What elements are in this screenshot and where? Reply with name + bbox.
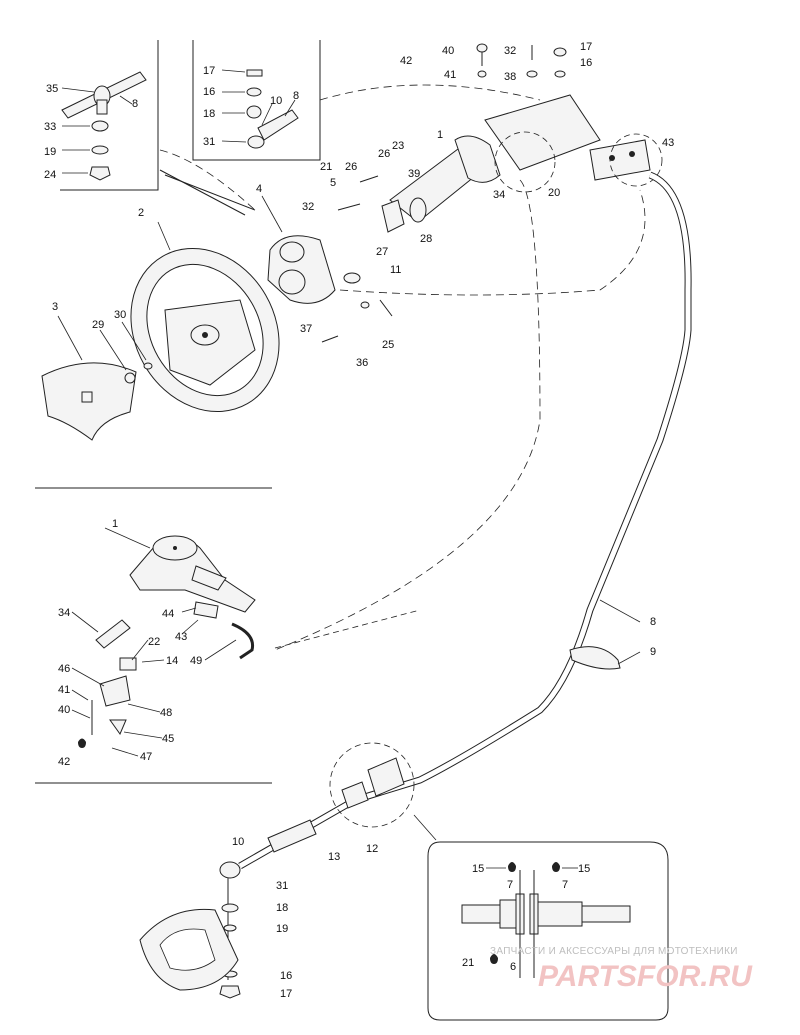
callout-label: 8 xyxy=(293,90,299,102)
callout-label: 20 xyxy=(548,187,560,199)
callout-label: 42 xyxy=(58,756,70,768)
callout-label: 25 xyxy=(382,339,394,351)
callout-label: 2 xyxy=(138,207,144,219)
callout-label: 17 xyxy=(580,41,592,53)
callout-label: 5 xyxy=(330,177,336,189)
callout-label: 31 xyxy=(276,880,288,892)
callout-label: 7 xyxy=(562,879,568,891)
callout-label: 21 xyxy=(462,957,474,969)
callout-label: 22 xyxy=(148,636,160,648)
gauge-housing xyxy=(261,195,336,304)
callout-label: 41 xyxy=(58,684,70,696)
callout-labels: 35 8 33 19 24 17 16 18 10 8 31 2 4 3 29 … xyxy=(44,41,674,1000)
callout-label: 16 xyxy=(203,86,215,98)
steering-wheel xyxy=(130,221,280,413)
callout-label: 1 xyxy=(437,129,443,141)
callout-label: 16 xyxy=(580,57,592,69)
callout-label: 36 xyxy=(356,357,368,369)
horn-pad xyxy=(41,315,153,441)
callout-label: 42 xyxy=(400,55,412,67)
watermark: ЗАПЧАСТИ И АКСЕССУАРЫ ДЛЯ МОТОТЕХНИКИ PA… xyxy=(490,946,753,993)
dashed-leaders xyxy=(159,84,663,651)
callout-label: 32 xyxy=(302,201,314,213)
callout-label: 26 xyxy=(345,161,357,173)
callout-label: 19 xyxy=(44,146,56,158)
callout-label: 35 xyxy=(46,83,58,95)
detail-area-shifter xyxy=(35,487,421,784)
callout-label: 4 xyxy=(256,183,262,195)
callout-label: 40 xyxy=(442,45,454,57)
detail-box-cable-end xyxy=(164,40,321,211)
callout-label: 45 xyxy=(162,733,174,745)
steering-cable xyxy=(219,171,692,999)
callout-label: 21 xyxy=(320,161,332,173)
callout-label: 6 xyxy=(510,961,516,973)
callout-label: 10 xyxy=(270,95,282,107)
callout-label: 46 xyxy=(58,663,70,675)
callout-label: 33 xyxy=(44,121,56,133)
callout-label: 18 xyxy=(276,902,288,914)
callout-label: 29 xyxy=(92,319,104,331)
callout-label: 43 xyxy=(175,631,187,643)
callout-label: 37 xyxy=(300,323,312,335)
callout-label: 24 xyxy=(44,169,56,181)
callout-label: 9 xyxy=(650,646,656,658)
callout-label: 15 xyxy=(578,863,590,875)
callout-label: 47 xyxy=(140,751,152,763)
callout-label: 44 xyxy=(162,608,174,620)
callout-label: 30 xyxy=(114,309,126,321)
callout-label: 3 xyxy=(52,301,58,313)
callout-label: 28 xyxy=(420,233,432,245)
callout-label: 31 xyxy=(203,136,215,148)
callout-label: 15 xyxy=(472,863,484,875)
callout-label: 1 xyxy=(112,518,118,530)
callout-label: 13 xyxy=(328,851,340,863)
steering-column xyxy=(321,43,651,343)
callout-label: 26 xyxy=(378,148,390,160)
callout-label: 14 xyxy=(166,655,178,667)
hull-fitting xyxy=(139,908,239,991)
callout-label: 32 xyxy=(504,45,516,57)
callout-label: 12 xyxy=(366,843,378,855)
callout-label: 8 xyxy=(650,616,656,628)
callout-label: 38 xyxy=(504,71,516,83)
callout-label: 7 xyxy=(507,879,513,891)
callout-label: 19 xyxy=(276,923,288,935)
callout-label: 18 xyxy=(203,108,215,120)
callout-label: 17 xyxy=(203,65,215,77)
callout-label: 43 xyxy=(662,137,674,149)
callout-label: 8 xyxy=(132,98,138,110)
callout-label: 16 xyxy=(280,970,292,982)
callout-label: 23 xyxy=(392,140,404,152)
callout-label: 48 xyxy=(160,707,172,719)
callout-label: 39 xyxy=(408,168,420,180)
detail-box-wheel-hub xyxy=(60,40,246,216)
callout-label: 49 xyxy=(190,655,202,667)
callout-label: 11 xyxy=(390,264,401,276)
callout-label: 27 xyxy=(376,246,388,258)
callout-label: 10 xyxy=(232,836,244,848)
watermark-subtitle: ЗАПЧАСТИ И АКСЕССУАРЫ ДЛЯ МОТОТЕХНИКИ xyxy=(490,946,738,957)
callout-label: 17 xyxy=(280,988,292,1000)
callout-label: 34 xyxy=(493,189,505,201)
watermark-logo: PARTSFOR.RU xyxy=(538,960,753,993)
callout-label: 34 xyxy=(58,607,70,619)
callout-label: 40 xyxy=(58,704,70,716)
inset-bulkhead-fitting xyxy=(427,841,669,1021)
callout-label: 41 xyxy=(444,69,456,81)
